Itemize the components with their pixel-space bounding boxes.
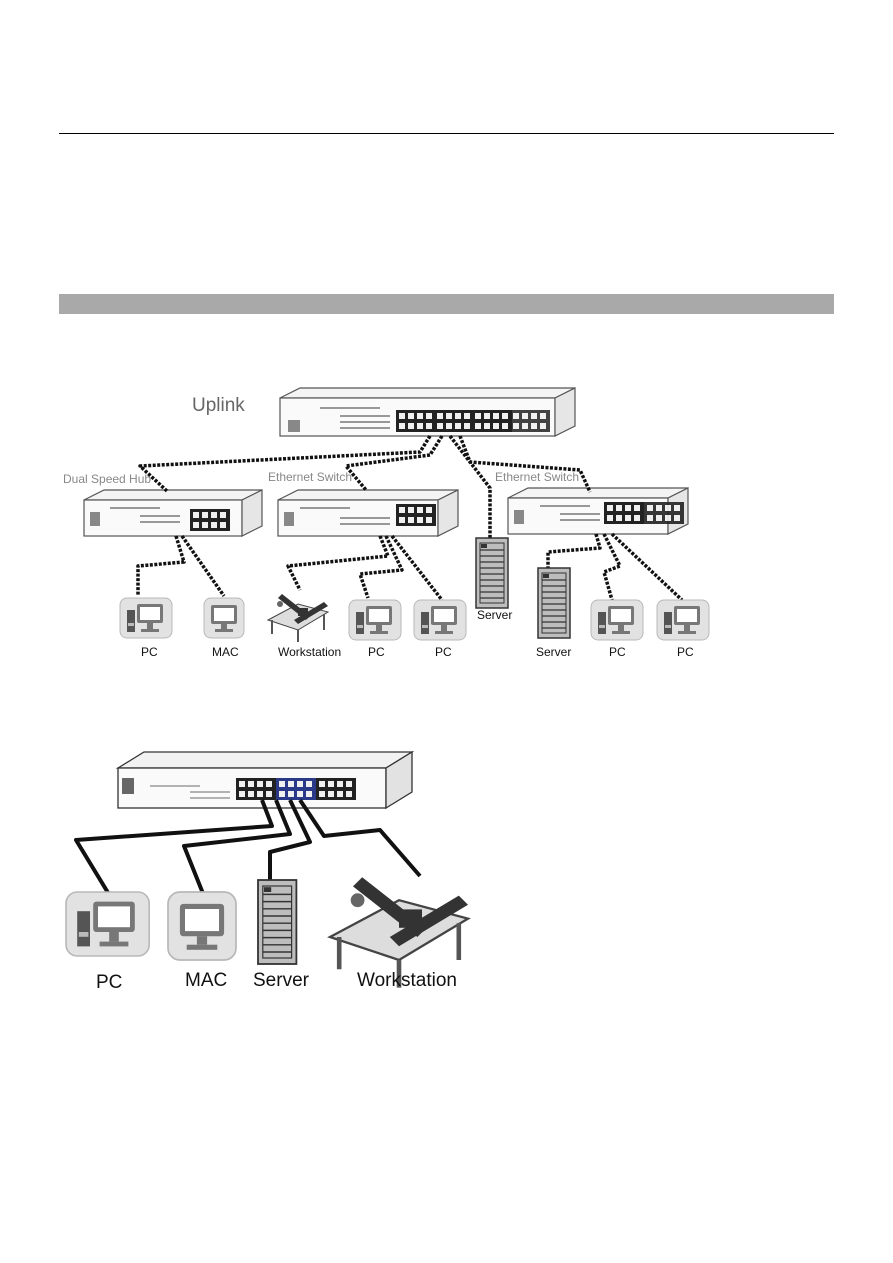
- pc-icon: [119, 597, 173, 639]
- cable-right-pc2: [610, 532, 684, 602]
- mac-label: MAC: [212, 645, 239, 659]
- server-lower-icon: [537, 567, 571, 639]
- cable-uplink-right: [458, 435, 592, 493]
- switch-diagram: PC MAC Server Workstation: [65, 750, 468, 993]
- pc-icon: [348, 599, 402, 641]
- cable-middle-pc1: [358, 535, 404, 599]
- pc-label: PC: [368, 645, 385, 659]
- cable-workstation: [298, 798, 422, 878]
- cable-right-server: [546, 533, 602, 580]
- pc-icon: [590, 599, 644, 641]
- server-upper-icon: [475, 537, 509, 609]
- cable-pc: [74, 799, 274, 898]
- header-rule: [59, 133, 834, 134]
- server-label: Server: [253, 970, 310, 991]
- mac-label: MAC: [185, 970, 227, 991]
- uplink-title: Uplink: [192, 395, 245, 416]
- uplink-diagram: Uplink Dual Speed Hub Ethernet Switch Et…: [63, 387, 710, 659]
- cable-hub-pc: [136, 535, 186, 596]
- switch-middle-label: Ethernet Switch: [268, 470, 352, 484]
- pc-label: PC: [141, 645, 158, 659]
- mac-icon: [203, 597, 245, 639]
- ethernet-switch: [115, 750, 415, 810]
- workstation-label: Workstation: [278, 645, 341, 659]
- cable-server: [268, 799, 312, 880]
- uplink-switch: [279, 387, 576, 437]
- mac-icon: [167, 891, 237, 961]
- dual-speed-hub: [83, 489, 263, 537]
- cable-hub-mac: [180, 534, 226, 598]
- server-upper-label: Server: [477, 608, 512, 622]
- pc-label: PC: [609, 645, 626, 659]
- workstation-label: Workstation: [357, 970, 457, 991]
- ethernet-switch-right: [507, 487, 689, 535]
- cable-mac: [182, 799, 292, 897]
- pc-icon: [65, 891, 150, 957]
- pc-label: PC: [96, 972, 122, 993]
- cable-middle-pc2: [390, 534, 444, 602]
- server-lower-label: Server: [536, 645, 571, 659]
- cable-uplink-hub: [138, 435, 432, 494]
- workstation-icon: [267, 593, 329, 643]
- switch-right-label: Ethernet Switch: [495, 470, 579, 484]
- pc-icon: [413, 599, 467, 641]
- hub-label: Dual Speed Hub: [63, 472, 151, 486]
- cable-right-pc1: [602, 533, 622, 601]
- ethernet-switch-middle: [277, 489, 459, 537]
- server-icon: [257, 879, 298, 965]
- pc-label: PC: [435, 645, 452, 659]
- pc-label: PC: [677, 645, 694, 659]
- cable-middle-workstation: [286, 535, 390, 591]
- cable-uplink-server: [448, 434, 492, 538]
- cable-uplink-middle: [344, 435, 444, 492]
- section-heading-bar: [59, 294, 834, 314]
- pc-icon: [656, 599, 710, 641]
